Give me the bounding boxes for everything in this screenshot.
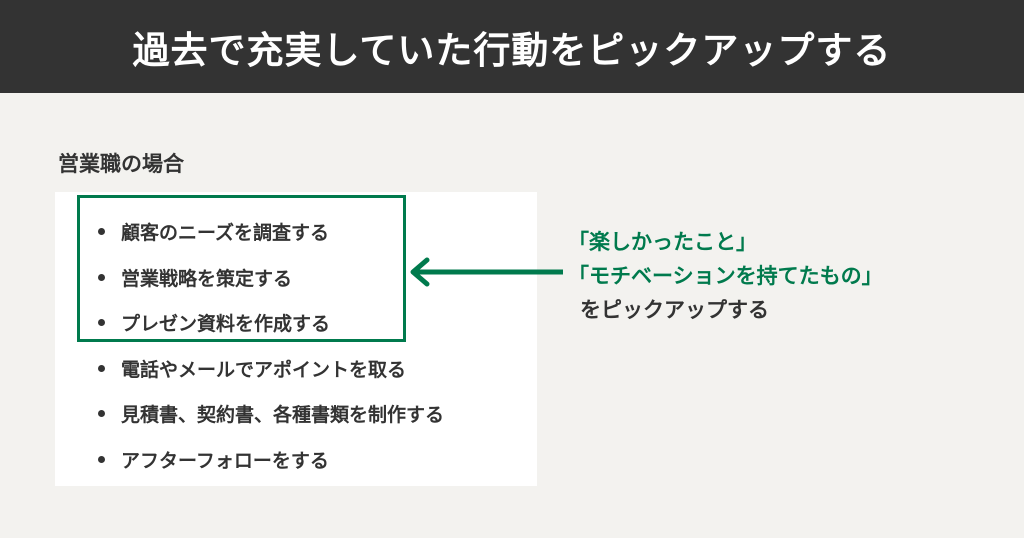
bullet-icon <box>98 455 105 463</box>
header-banner: 過去で充実していた行動をピックアップする <box>0 0 1024 93</box>
callout-line-2: 「モチベーションを持てたもの」 <box>568 264 883 288</box>
list-item: 電話やメールでアポイントを取る <box>92 346 444 392</box>
task-list: 顧客のニーズを調査する 営業戦略を策定する プレゼン資料を作成する 電話やメール… <box>92 209 444 482</box>
bullet-icon <box>98 319 105 327</box>
arrow-left-icon <box>410 257 563 287</box>
bullet-icon <box>98 410 105 418</box>
list-item: 顧客のニーズを調査する <box>92 209 444 255</box>
callout-line-1: 「楽しかったこと」 <box>568 230 757 254</box>
highlight-box <box>77 195 406 342</box>
list-item: 営業戦略を策定する <box>92 255 444 301</box>
list-item: 見積書、契約書、各種書類を制作する <box>92 391 444 437</box>
bullet-icon <box>98 273 105 281</box>
callout-line-3: をピックアップする <box>580 298 769 322</box>
bullet-icon <box>98 228 105 236</box>
page-title: 過去で充実していた行動をピックアップする <box>132 28 892 72</box>
callout: 「楽しかったこと」 「モチベーションを持てたもの」 をピックアップする <box>568 225 883 327</box>
bullet-icon <box>98 364 105 372</box>
list-item: アフターフォローをする <box>92 437 444 483</box>
section-label: 営業職の場合 <box>58 152 184 176</box>
list-item: プレゼン資料を作成する <box>92 300 444 346</box>
